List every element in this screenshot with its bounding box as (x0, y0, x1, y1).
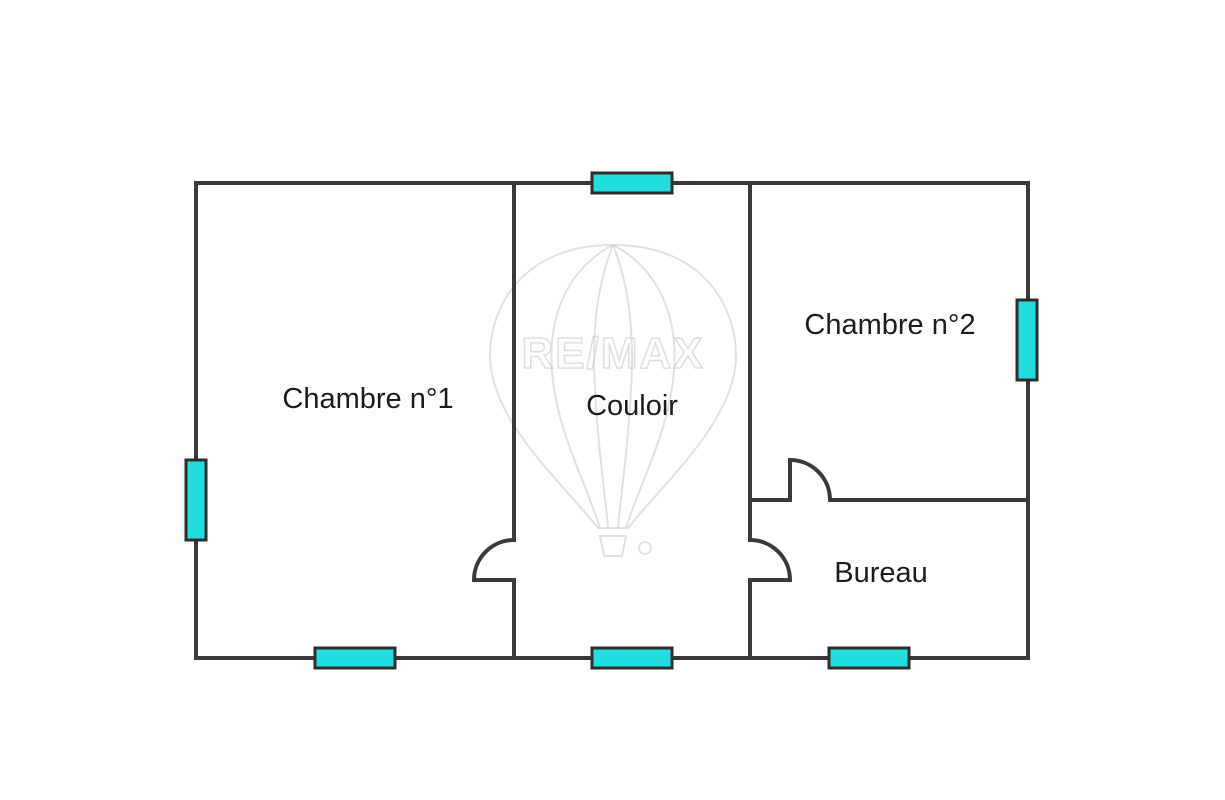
room-labels: Chambre n°1 Couloir Chambre n°2 Bureau (282, 309, 975, 589)
window-bottom-chambre1 (313, 646, 397, 670)
window-right-chambre2 (1015, 298, 1039, 382)
door-chambre2 (788, 457, 832, 501)
balloon-logo (488, 243, 738, 557)
window-left-chambre1 (184, 458, 208, 542)
doors (471, 457, 832, 582)
watermark-brand: RE/MAX (521, 329, 704, 378)
door-bureau (749, 538, 793, 582)
room-label-couloir: Couloir (586, 390, 678, 422)
room-label-chambre-2: Chambre n°2 (804, 309, 975, 341)
windows (184, 171, 1039, 670)
room-label-bureau: Bureau (834, 557, 928, 589)
window-top-couloir (590, 171, 674, 195)
window-bottom-bureau (827, 646, 911, 670)
window-bottom-couloir (590, 646, 674, 670)
remax-watermark: RE/MAX (488, 243, 738, 557)
door-chambre1 (471, 538, 515, 582)
room-label-chambre-1: Chambre n°1 (282, 383, 453, 415)
